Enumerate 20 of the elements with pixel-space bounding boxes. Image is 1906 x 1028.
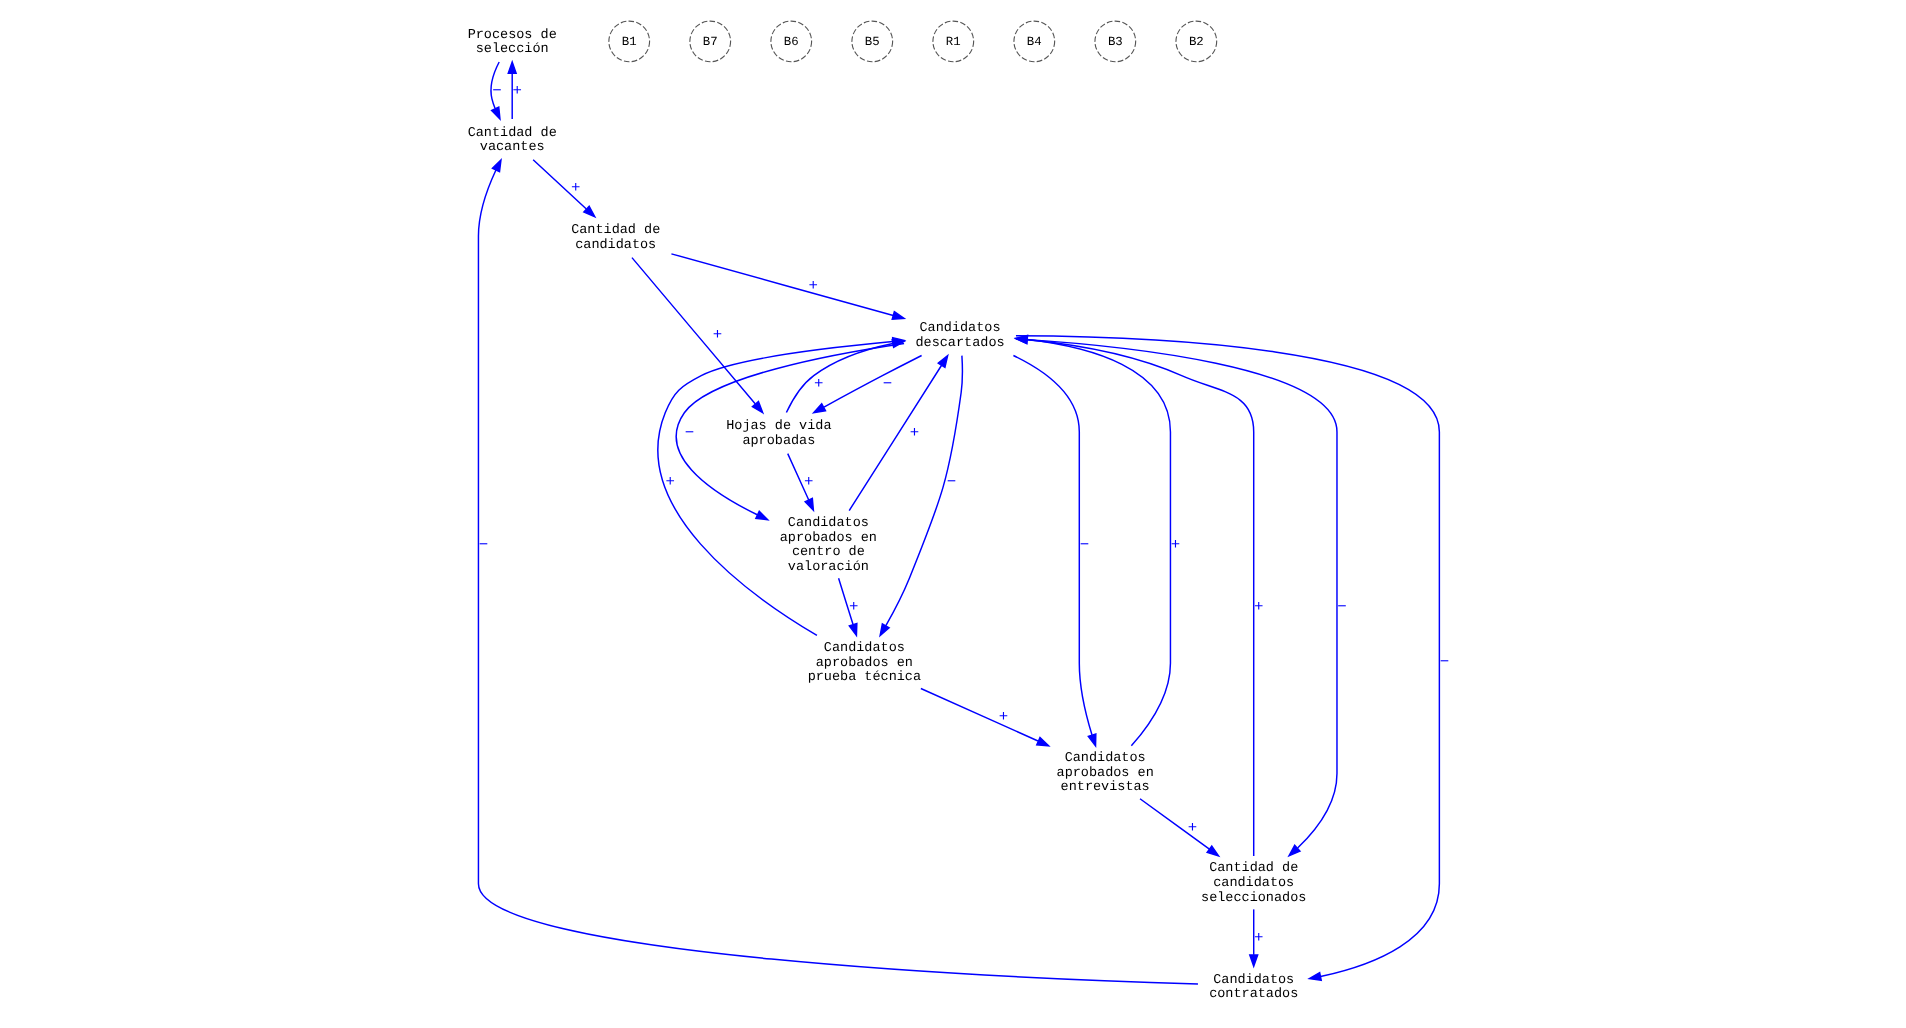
arrow [1139,798,1221,858]
arrow [1015,335,1441,982]
arrow [1013,334,1172,747]
arrow [787,452,815,513]
arrow [670,253,907,321]
arrow [879,354,964,638]
arrow [477,157,1199,985]
arrow [1012,354,1097,748]
arrow [1248,908,1259,969]
arrow [920,687,1051,747]
arrow [631,256,765,415]
arrow [848,353,949,512]
arrow [507,59,518,120]
arrow [1013,334,1255,857]
arrow [490,61,501,121]
arrow [1015,338,1338,858]
arrow [811,354,923,414]
arrow [675,342,905,521]
arrow [837,577,858,638]
arrow [532,159,597,219]
